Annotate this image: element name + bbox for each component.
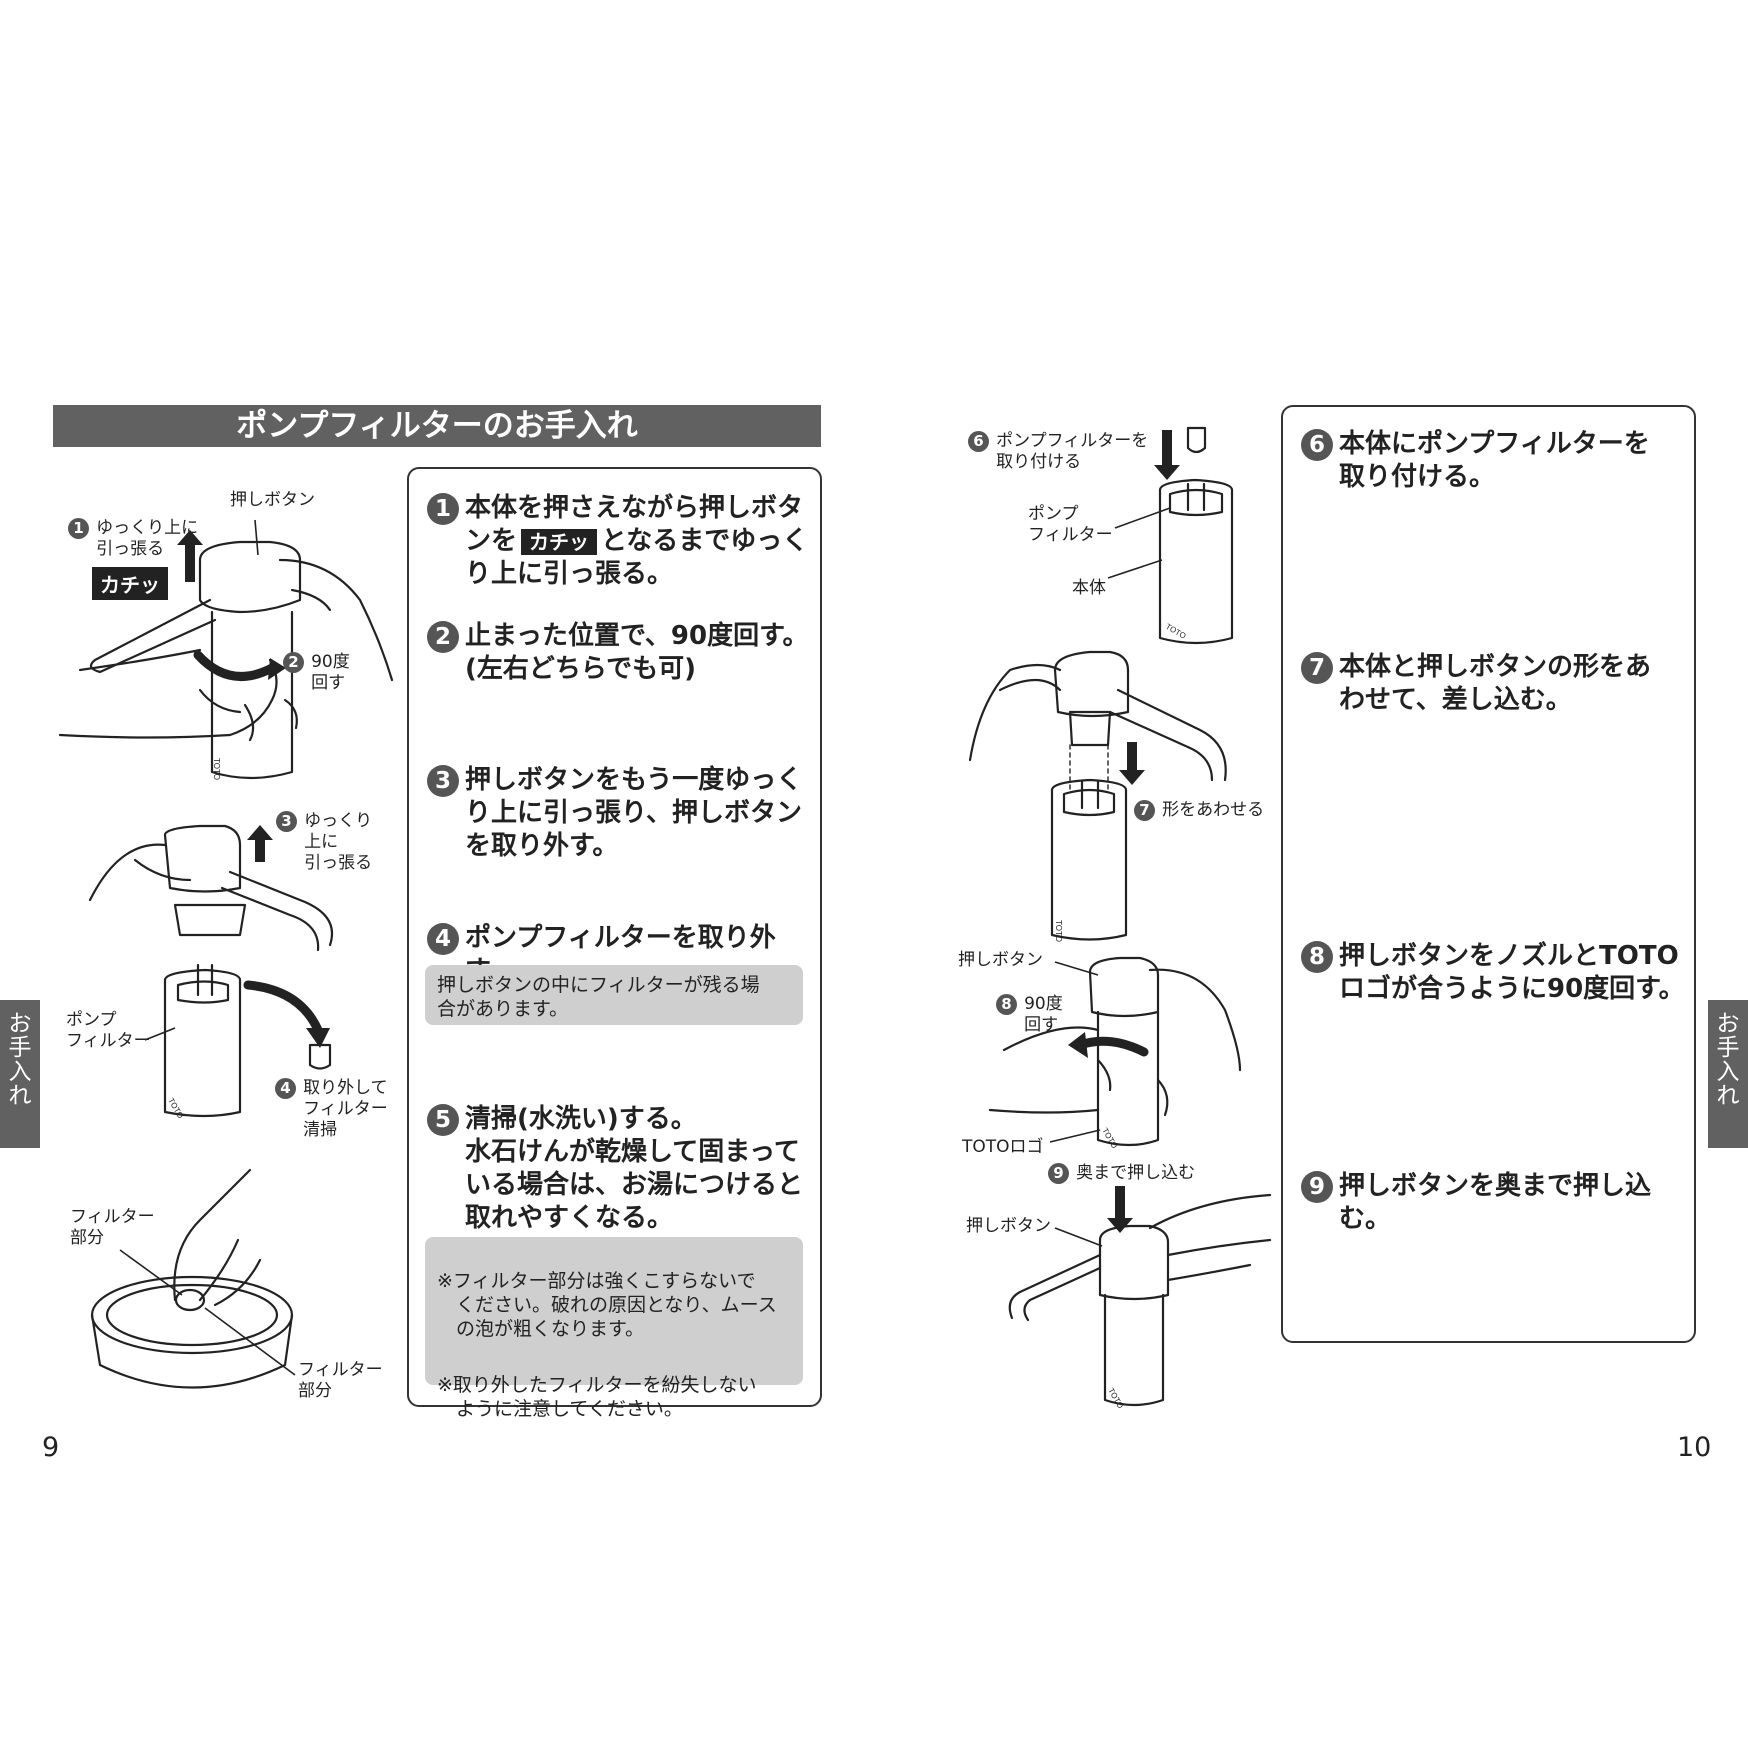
step-text: 押しボタンをノズルとTOTO ロゴが合うように90度回す。 bbox=[1339, 941, 1685, 1004]
svg-text:TOTO: TOTO bbox=[1106, 1387, 1125, 1410]
label-num: 6 bbox=[968, 431, 989, 452]
step-text: ポンプフィルターを取り外す。 bbox=[465, 923, 776, 986]
label-body: 本体 bbox=[1072, 578, 1106, 598]
step-text: 止まった位置で、90度回す。 (左右どちらでも可) bbox=[465, 621, 809, 684]
button-remove-illustration bbox=[88, 824, 334, 1118]
step-number: 7 bbox=[1301, 652, 1333, 684]
label-filter-part-2: フィルター 部分 bbox=[298, 1360, 383, 1401]
label-group-7: 7 形をあわせる bbox=[1134, 800, 1264, 821]
kachi-badge-inline: カチッ bbox=[521, 528, 598, 555]
step-text: 押しボタンをもう一度ゆっく り上に引っ張り、押しボタン を取り外す。 bbox=[465, 765, 803, 861]
label-num: 8 bbox=[996, 994, 1017, 1015]
label-group-8: 8 90度 回す bbox=[996, 994, 1063, 1036]
label-group-6: 6 ポンプフィルターを 取り付ける bbox=[968, 431, 1148, 473]
step-text: 本体と押しボタンの形をあ わせて、差し込む。 bbox=[1339, 652, 1652, 715]
left-illustrations: TOTO TOTO bbox=[58, 519, 394, 1389]
svg-text:TOTO: TOTO bbox=[1100, 1127, 1119, 1150]
label-pull-slowly-2: ゆっくり 上に 引っ張る bbox=[304, 811, 373, 873]
push-in-illustration bbox=[1008, 1193, 1272, 1407]
label-group-4: 4 取り外して フィルター 清掃 bbox=[275, 1078, 388, 1141]
attach-filter-illustration bbox=[1158, 426, 1234, 645]
label-num: 7 bbox=[1134, 800, 1155, 821]
label-attach-filter: ポンプフィルターを 取り付ける bbox=[996, 431, 1149, 472]
svg-text:TOTO: TOTO bbox=[212, 758, 221, 780]
page-number-right: 10 bbox=[1677, 1432, 1712, 1463]
label-push-button-2: 押しボタン bbox=[966, 1216, 1051, 1236]
side-tab-left: お手入れ bbox=[0, 1000, 40, 1148]
label-group-3: 3 ゆっくり 上に 引っ張る bbox=[276, 811, 372, 874]
step-text: となるまでゆっく り上に引っ張る。 bbox=[465, 526, 809, 589]
label-num: 4 bbox=[275, 1078, 296, 1099]
align-insert-illustration bbox=[968, 650, 1227, 941]
step-number: 6 bbox=[1301, 429, 1333, 461]
label-pump-filter: ポンプ フィルター bbox=[66, 1010, 151, 1051]
kachi-badge: カチッ bbox=[92, 567, 168, 600]
label-toto-logo: TOTOロゴ bbox=[962, 1137, 1044, 1157]
note-step-5: ※フィルター部分は強くこすらないで ください。破れの原因となり、ムース の泡が粗… bbox=[425, 1237, 803, 1420]
step-number: 4 bbox=[427, 923, 459, 955]
label-push-button-1: 押しボタン bbox=[958, 950, 1043, 970]
label-group-2: 2 90度 回す bbox=[283, 652, 350, 694]
side-tab-right: お手入れ bbox=[1708, 1000, 1748, 1148]
page-number-left: 9 bbox=[42, 1432, 60, 1463]
step-number: 9 bbox=[1301, 1171, 1333, 1203]
washing-bowl-illustration bbox=[90, 1168, 294, 1389]
label-push-in: 奥まで押し込む bbox=[1076, 1163, 1196, 1183]
step-text: 清掃(水洗い)する。 水石けんが乾燥して固まって いる場合は、お湯につけると 取… bbox=[465, 1104, 804, 1233]
label-push-button: 押しボタン bbox=[230, 490, 315, 510]
label-remove-clean: 取り外して フィルター 清掃 bbox=[303, 1078, 388, 1140]
rotate-illustration bbox=[988, 956, 1242, 1147]
label-align-shape: 形をあわせる bbox=[1162, 800, 1265, 820]
label-pull-slowly: ゆっくり上に 引っ張る bbox=[96, 518, 199, 559]
label-rotate-90-right: 90度 回す bbox=[1024, 994, 1063, 1035]
note-step-4: 押しボタンの中にフィルターが残る場 合があります。 bbox=[425, 965, 803, 1025]
step-number: 1 bbox=[427, 493, 459, 525]
label-num: 1 bbox=[68, 518, 89, 539]
label-group-9: 9 奥まで押し込む bbox=[1048, 1163, 1195, 1184]
svg-text:TOTO: TOTO bbox=[1164, 622, 1187, 641]
right-illustrations: TOTO TOTO TOTO TOTO bbox=[968, 426, 1272, 1410]
step-number: 8 bbox=[1301, 941, 1333, 973]
step-number: 3 bbox=[427, 765, 459, 797]
label-rotate-90: 90度 回す bbox=[311, 652, 350, 693]
label-filter-part-1: フィルター 部分 bbox=[70, 1207, 155, 1248]
pump-pull-illustration bbox=[58, 540, 394, 780]
step-text: 本体を押さえながら押しボタ ンを bbox=[465, 493, 804, 556]
label-pump-filter-right: ポンプ フィルター bbox=[1028, 504, 1113, 545]
step-text: 本体にポンプフィルターを 取り付ける。 bbox=[1339, 429, 1650, 492]
step-number: 5 bbox=[427, 1104, 459, 1136]
section-title: ポンプフィルターのお手入れ bbox=[53, 405, 821, 447]
label-num: 3 bbox=[276, 811, 297, 832]
step-text: 押しボタンを奥まで押し込む。 bbox=[1339, 1171, 1652, 1234]
instruction-panel-right bbox=[1281, 405, 1696, 1343]
label-num: 2 bbox=[283, 652, 304, 673]
caution-2: ※取り外したフィルターを紛失しない ように注意してください。 bbox=[437, 1374, 757, 1420]
caution-1: ※フィルター部分は強くこすらないで ください。破れの原因となり、ムース の泡が粗… bbox=[437, 1270, 777, 1340]
label-group-1: 1 ゆっくり上に 引っ張る bbox=[68, 518, 198, 560]
label-num: 9 bbox=[1048, 1163, 1069, 1184]
step-number: 2 bbox=[427, 621, 459, 653]
svg-text:TOTO: TOTO bbox=[1054, 920, 1063, 942]
